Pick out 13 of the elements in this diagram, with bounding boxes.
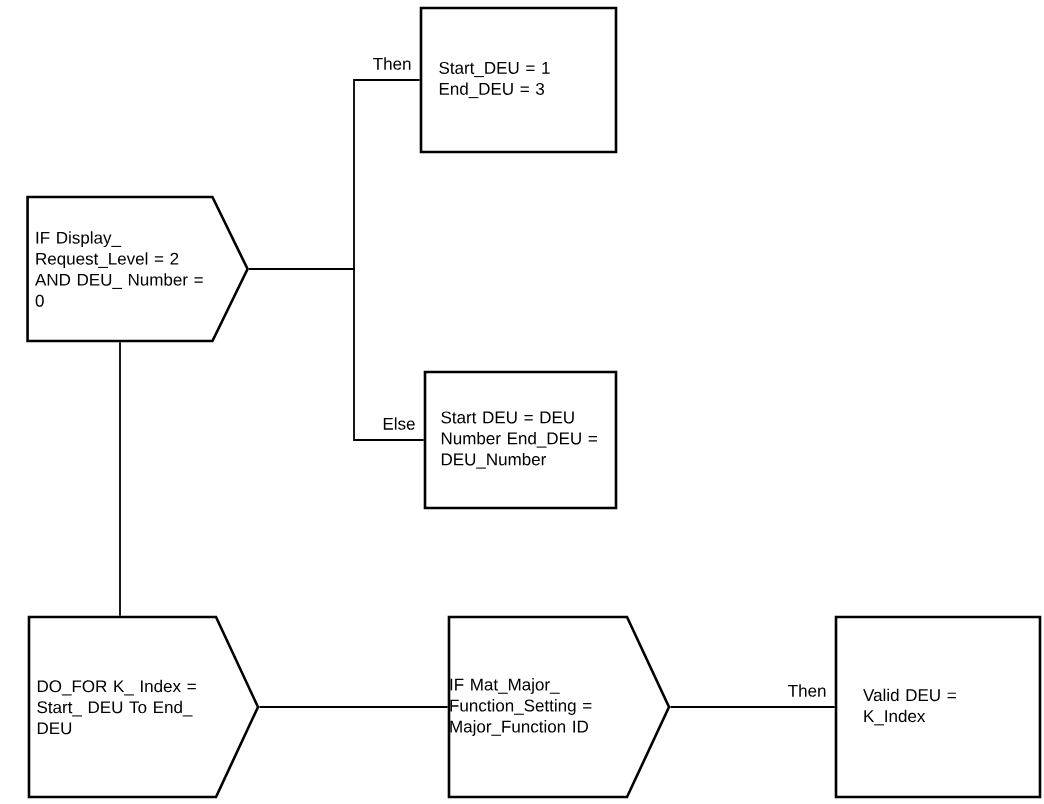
edge-label: Then <box>788 684 826 697</box>
connector-line <box>248 268 425 441</box>
connector-line <box>669 706 836 708</box>
process-box: Valid DEU = K_Index <box>834 615 1042 799</box>
process-pentagon: IF Display_ Request_Level = 2 AND DEU_ Number = 0 <box>26 195 249 343</box>
connector-line <box>258 706 449 708</box>
process-box: Start_DEU = 1 End_DEU = 3 <box>419 6 618 154</box>
process-pentagon: IF Mat_Major_ Function_Setting = Major_Function ID <box>447 615 671 799</box>
connector-line <box>119 341 121 617</box>
edge-label: Then <box>373 57 411 70</box>
process-pentagon: DO_FOR K_ Index = Start_ DEU To End_ DEU <box>27 615 260 799</box>
edge-label: Else <box>383 417 415 430</box>
process-box: Start DEU = DEU Number End_DEU = DEU_Number <box>423 370 618 510</box>
